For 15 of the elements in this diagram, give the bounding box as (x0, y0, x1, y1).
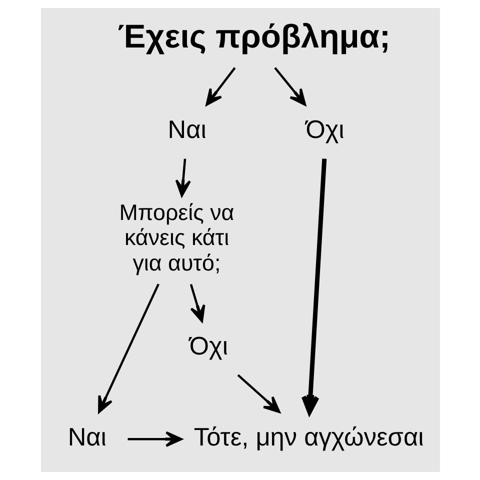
arrow (189, 284, 205, 322)
node-text: Όχι (188, 332, 228, 360)
node-text: Μπορείς να κάνεις κάτι για αυτό; (118, 200, 234, 276)
arrow (300, 158, 326, 414)
arrow (174, 158, 190, 197)
arrow (236, 374, 280, 414)
node-text: Ναι (167, 116, 206, 144)
node-text: Όχι (305, 116, 344, 144)
node-text: Ναι (67, 423, 106, 452)
arrow (98, 284, 159, 414)
arrow (205, 67, 236, 106)
node-text: Έχεις πρόβλημα; (117, 18, 390, 55)
node-text: Τότε, μην αγχώνεσαι (193, 423, 424, 452)
arrow (127, 431, 182, 447)
arrow (274, 67, 306, 106)
